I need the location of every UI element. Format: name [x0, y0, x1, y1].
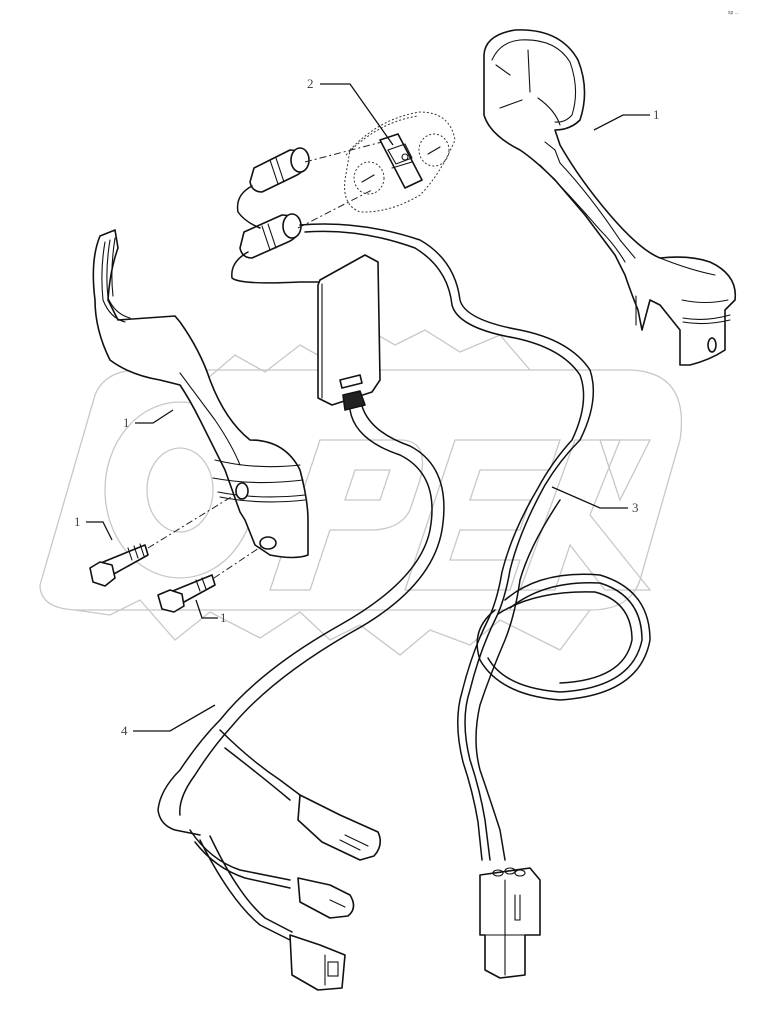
connector-2pin-square[interactable]	[289, 934, 346, 991]
joystick-grip-left[interactable]	[92, 229, 309, 559]
connector-4pin-flat[interactable]	[297, 794, 382, 861]
wiring-harness-branched[interactable]	[157, 405, 445, 941]
bolt-lower[interactable]	[157, 545, 263, 613]
round-connectors[interactable]	[231, 141, 383, 284]
control-module[interactable]	[317, 254, 381, 411]
callout-1-bolt-upper: 1	[74, 514, 113, 541]
svg-text:2: 2	[307, 76, 314, 91]
wiring-harness-long[interactable]	[299, 223, 651, 861]
svg-text:1: 1	[123, 415, 130, 430]
connector-3pin[interactable]	[297, 877, 355, 919]
joystick-grip-right[interactable]	[483, 29, 737, 366]
svg-text:4: 4	[121, 723, 128, 738]
callout-1-right-grip: 1	[593, 107, 660, 131]
svg-text:1: 1	[220, 610, 227, 625]
callout-3-harness: 3	[551, 486, 639, 515]
callout-4-harness: 4	[121, 704, 216, 738]
corner-code: sp ...	[728, 10, 739, 16]
callout-1-left-grip: 1	[123, 409, 174, 430]
callout-2-switch: 2	[307, 76, 394, 146]
connector-multipin-block[interactable]	[479, 867, 541, 979]
svg-text:3: 3	[632, 500, 639, 515]
bolt-upper[interactable]	[89, 493, 237, 587]
callout-1-bolt-lower: 1	[195, 599, 227, 625]
svg-text:1: 1	[653, 107, 660, 122]
svg-text:1: 1	[74, 514, 81, 529]
rocker-switch-panel[interactable]	[344, 111, 456, 213]
